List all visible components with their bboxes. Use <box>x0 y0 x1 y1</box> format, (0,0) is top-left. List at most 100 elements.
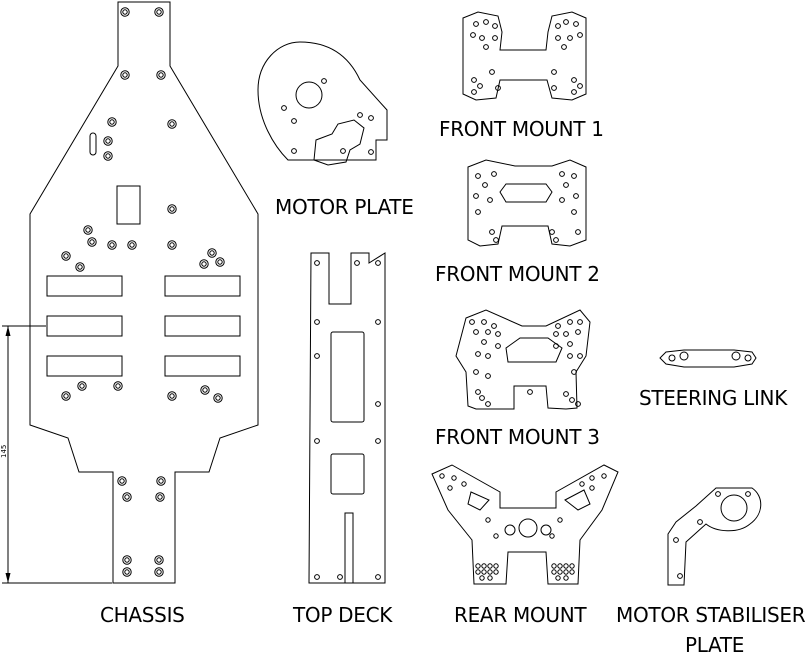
mounting-hole-inner <box>129 242 135 248</box>
mounting-hole <box>213 393 223 403</box>
mounting-hole-inner <box>122 72 128 78</box>
mounting-hole <box>549 533 555 539</box>
front-mount-3-label: FRONT MOUNT 3 <box>435 425 600 449</box>
mounting-hole <box>571 77 577 83</box>
mounting-hole <box>156 70 166 80</box>
mounting-hole <box>473 193 479 199</box>
mounting-hole <box>368 149 374 155</box>
mounting-hole-inner <box>109 119 115 125</box>
mounting-hole <box>167 240 177 250</box>
mounting-hole-inner <box>119 478 125 484</box>
mounting-hole <box>487 197 493 203</box>
mounting-hole <box>375 438 381 444</box>
mounting-hole <box>470 32 476 38</box>
mounting-hole <box>493 533 499 539</box>
mounting-hole <box>375 401 381 407</box>
mounting-hole <box>485 401 491 407</box>
mounting-hole <box>475 569 481 575</box>
mounting-hole <box>127 240 137 250</box>
mounting-hole <box>291 148 297 154</box>
mounting-hole <box>167 391 177 401</box>
mounting-hole <box>215 257 225 267</box>
mounting-hole <box>167 204 177 214</box>
mounting-hole <box>479 35 485 41</box>
mounting-hole <box>677 573 683 579</box>
mounting-hole-inner <box>156 9 162 15</box>
mounting-hole <box>475 209 481 215</box>
mounting-hole <box>673 537 679 543</box>
mounting-hole <box>555 23 561 29</box>
mounting-hole <box>354 260 360 266</box>
mounting-hole <box>481 569 487 575</box>
mounting-hole-inner <box>115 383 121 389</box>
mounting-hole <box>154 567 164 577</box>
rear-mount-part <box>431 464 619 585</box>
mounting-hole <box>561 44 567 50</box>
mounting-hole <box>199 259 209 269</box>
mounting-hole-inner <box>215 395 221 401</box>
front-mount-2-label: FRONT MOUNT 2 <box>435 262 600 286</box>
mounting-hole-inner <box>124 494 130 500</box>
mounting-hole <box>697 519 703 525</box>
mounting-hole <box>156 476 166 486</box>
mounting-hole <box>375 319 381 325</box>
mounting-hole <box>563 391 569 397</box>
mounting-hole-inner <box>209 250 215 256</box>
mounting-hole <box>569 397 575 403</box>
mounting-hole <box>482 182 488 188</box>
mounting-hole <box>167 119 177 129</box>
mounting-hole <box>473 21 479 27</box>
steering-link-part <box>659 349 757 368</box>
mounting-hole-inner <box>169 242 175 248</box>
mounting-hole-inner <box>124 569 130 575</box>
mounting-hole <box>555 323 561 329</box>
mounting-hole <box>569 569 575 575</box>
mounting-hole <box>577 319 583 325</box>
mounting-hole-inner <box>109 242 115 248</box>
mounting-hole <box>447 485 453 491</box>
mounting-hole <box>589 485 595 491</box>
mounting-hole <box>491 323 497 329</box>
mounting-hole <box>61 251 71 261</box>
top-deck-part <box>308 252 386 584</box>
mounting-hole <box>559 197 565 203</box>
mounting-hole <box>120 7 130 17</box>
mounting-hole-inner <box>79 383 85 389</box>
mounting-hole-inner <box>156 557 162 563</box>
mounting-hole <box>469 319 475 325</box>
mounting-hole-inner <box>157 494 163 500</box>
mounting-hole <box>559 171 565 177</box>
mounting-hole <box>471 77 477 83</box>
mounting-hole-inner <box>63 253 69 259</box>
mounting-hole <box>493 237 499 243</box>
mounting-hole <box>485 517 491 523</box>
mounting-hole <box>75 262 85 272</box>
chassis-label: CHASSIS <box>100 603 185 627</box>
mounting-hole <box>103 136 113 146</box>
mounting-hole <box>475 351 481 357</box>
motor-stabiliser-plate-label-line2: PLATE <box>685 633 745 657</box>
mounting-hole <box>451 475 457 481</box>
mounting-hole <box>563 331 569 337</box>
mounting-hole <box>120 70 130 80</box>
mounting-hole <box>485 329 491 335</box>
mounting-hole <box>491 171 497 177</box>
mounting-hole <box>337 574 343 580</box>
mounting-hole <box>207 248 217 258</box>
mounting-hole <box>567 35 573 41</box>
mounting-hole-inner <box>89 239 95 245</box>
mounting-hole <box>314 260 320 266</box>
mounting-hole <box>557 569 563 575</box>
mounting-hole-inner <box>158 478 164 484</box>
mounting-hole <box>314 574 320 580</box>
mounting-hole <box>483 44 489 50</box>
mounting-hole <box>495 331 501 337</box>
mounting-hole <box>471 89 477 95</box>
dimension-value: 145 <box>0 445 8 458</box>
mounting-hole <box>492 23 498 29</box>
mounting-hole-inner <box>105 153 111 159</box>
front-mount-2-part <box>467 159 587 247</box>
mounting-hole <box>155 492 165 502</box>
mounting-hole <box>473 369 479 375</box>
